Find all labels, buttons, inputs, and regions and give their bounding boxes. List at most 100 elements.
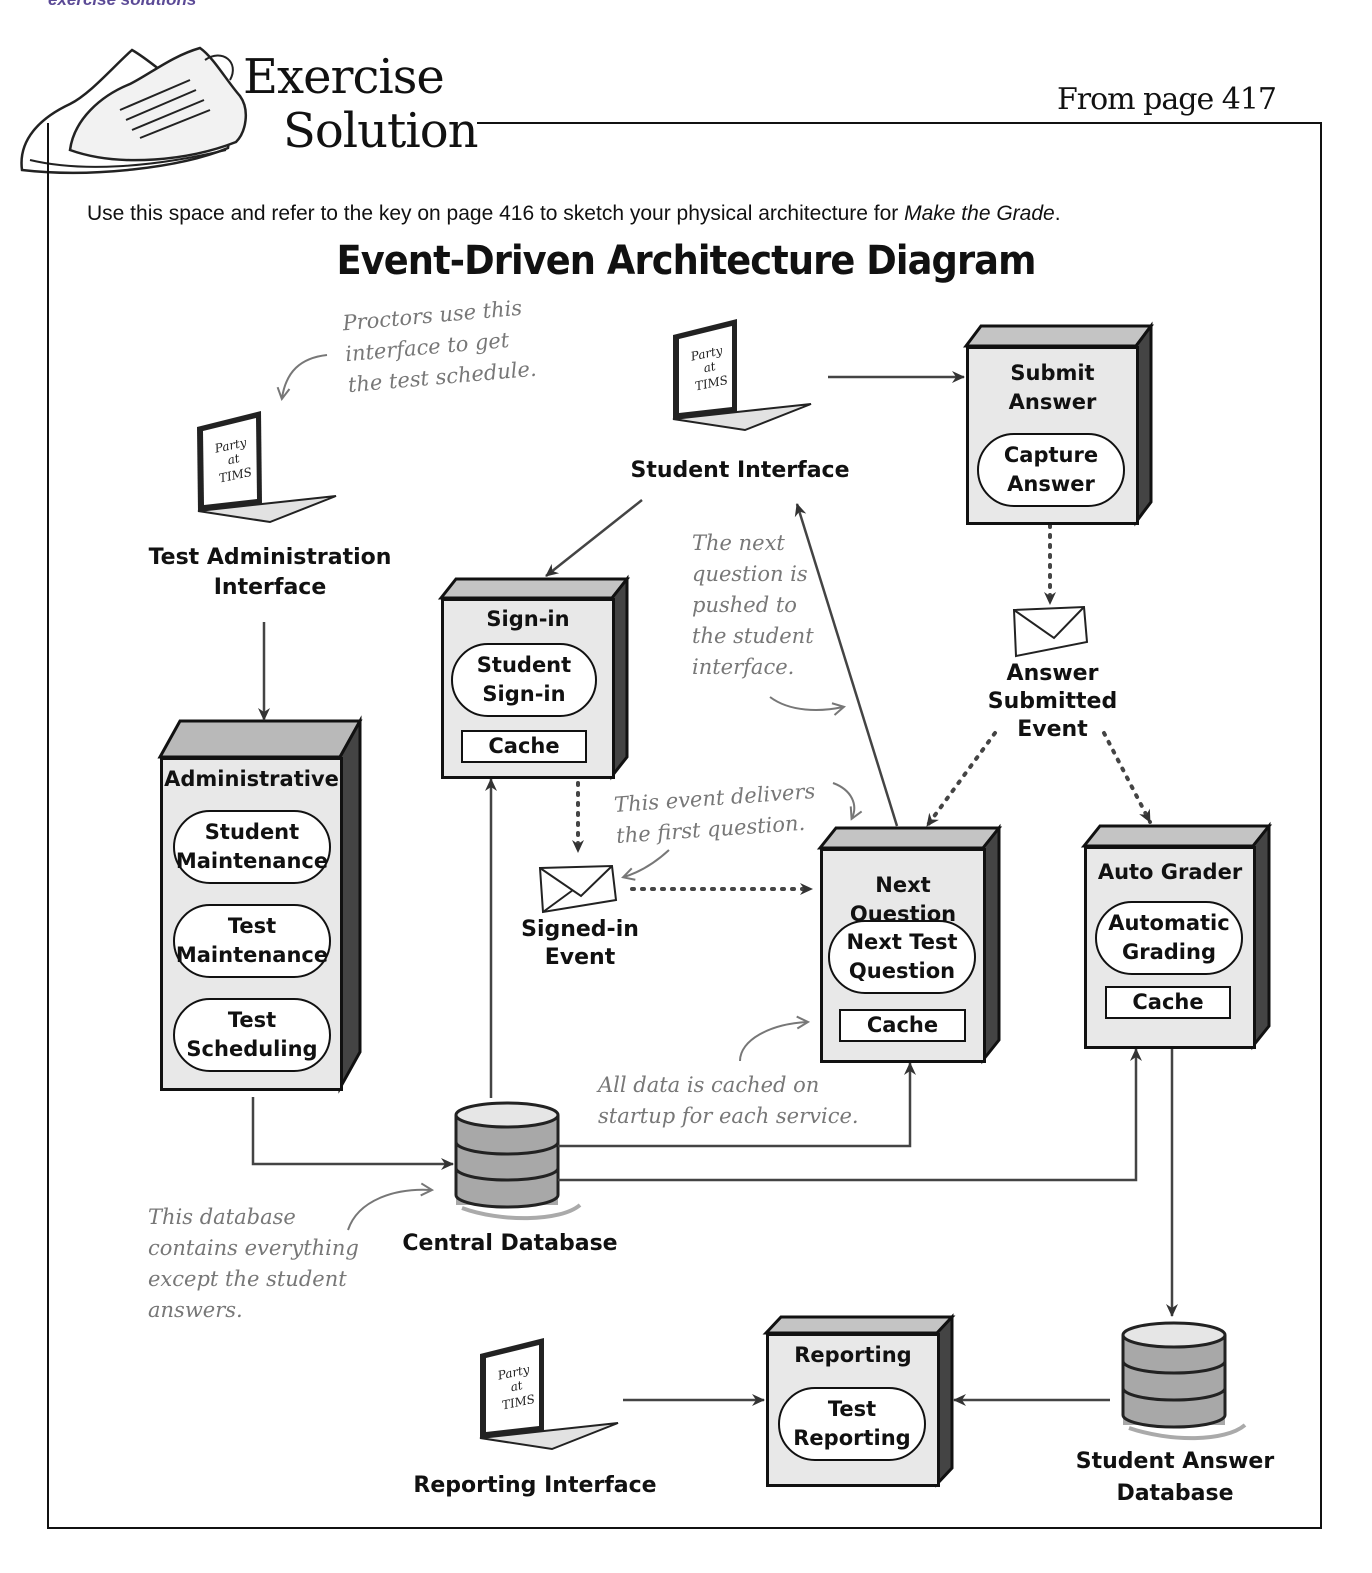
service-title-line: Submit (1010, 361, 1095, 385)
label-line: Interface (213, 575, 327, 600)
component-line: Grading (1122, 940, 1216, 964)
svg-text:Party: Party (496, 1362, 531, 1383)
service-title: Sign-in (486, 607, 570, 631)
proctors-note: Proctors use this interface to get the t… (341, 292, 538, 401)
diagram-title: Event-Driven Architecture Diagram (336, 238, 1036, 284)
test-admin-interface-label: Test Administration Interface (130, 543, 410, 603)
service-title: Reporting (794, 1343, 912, 1367)
cached-on-startup-note: All data is cached on startup for each s… (598, 1070, 859, 1132)
sign-in-cache: Cache (461, 730, 587, 763)
svg-text:Party: Party (689, 343, 724, 364)
component-line: Maintenance (175, 849, 329, 873)
svg-text:TIMS: TIMS (218, 465, 253, 486)
component-line: Sign-in (482, 682, 566, 706)
laptop-icon: Party at TIMS (672, 319, 812, 432)
component-line: Answer (1007, 472, 1095, 496)
service-title: Administrative (164, 767, 339, 791)
service-box-depths (157, 321, 1273, 1488)
label-line: Submitted (987, 689, 1118, 714)
next-question-pushed-note: The next question is pushed to the stude… (692, 528, 814, 683)
label-line: Event (1017, 717, 1088, 742)
service-title: Submit Answer (969, 359, 1136, 417)
svg-text:TIMS: TIMS (501, 1392, 536, 1413)
student-interface-label: Student Interface (630, 458, 850, 483)
note-line: question is (692, 562, 808, 586)
instructions-end: . (1054, 202, 1061, 225)
component-line: Student (476, 653, 572, 677)
component-line: Test (227, 1008, 277, 1032)
note-line: contains everything (148, 1236, 359, 1260)
note-line: answers. (148, 1298, 243, 1322)
frame-top-rule (477, 122, 1322, 124)
service-title: Auto Grader (1097, 860, 1243, 884)
exercise-title-line1: Exercise (243, 49, 445, 105)
answer-submitted-event-label: Answer Submitted Event (985, 660, 1120, 744)
student-answer-database-label: Student Answer Database (1075, 1446, 1275, 1510)
laptop-icon: Party at TIMS (197, 411, 337, 524)
note-line: All data is cached on (598, 1073, 820, 1097)
section-kicker: exercise solutions (48, 0, 196, 10)
laptop-screen-text: Party at TIMS (213, 435, 254, 486)
note-line: This database (148, 1205, 296, 1229)
instructions: Use this space and refer to the key on p… (87, 202, 1061, 226)
student-answer-database-icon (1121, 1321, 1247, 1441)
component-line: Capture (1003, 443, 1099, 467)
component-line: Automatic (1108, 911, 1230, 935)
svg-text:TIMS: TIMS (694, 373, 729, 394)
svg-text:at: at (509, 1378, 524, 1394)
sneakers-icon (20, 46, 248, 174)
reporting-interface-label: Reporting Interface (413, 1473, 657, 1498)
component-line: Test (227, 914, 277, 938)
auto-grader-cache: Cache (1105, 986, 1231, 1019)
label-line: Student Answer (1075, 1449, 1275, 1474)
next-question-cache: Cache (839, 1009, 966, 1042)
component-line: Maintenance (175, 943, 329, 967)
exercise-frame (47, 123, 1322, 1529)
note-line: the student (692, 624, 814, 648)
svg-text:Party: Party (213, 435, 248, 456)
service-title-line: Answer (1008, 390, 1097, 414)
svg-text:at: at (702, 359, 717, 375)
label-line: Test Administration (148, 545, 392, 570)
laptop-icon: Party at TIMS (479, 1338, 619, 1451)
answer-submitted-event-envelope-icon (1012, 605, 1089, 658)
component-line: Question (848, 959, 956, 983)
label-line: Answer (1006, 661, 1099, 686)
instructions-emphasis: Make the Grade (904, 202, 1055, 225)
note-line: interface. (692, 655, 795, 679)
note-line: except the student (148, 1267, 347, 1291)
svg-text:at: at (226, 451, 241, 467)
component-line: Next Test (846, 930, 958, 954)
database-contents-note: This database contains everything except… (148, 1202, 359, 1326)
solid-flow-arrows (251, 371, 1178, 1406)
note-line: startup for each service. (598, 1104, 859, 1128)
label-line: Event (544, 945, 616, 970)
laptop-screen-text: Party at TIMS (496, 1362, 537, 1413)
note-line: pushed to (692, 593, 797, 617)
component-line: Test (827, 1397, 877, 1421)
exercise-title-line2: Solution (283, 103, 478, 159)
signed-in-event-label: Signed-in Event (510, 916, 650, 972)
page-reference: From page 417 (1056, 82, 1277, 117)
note-line: The next (692, 531, 785, 555)
label-line: Database (1116, 1481, 1234, 1506)
instructions-text: Use this space and refer to the key on p… (87, 202, 905, 225)
label-line: Signed-in (521, 917, 639, 942)
component-line: Scheduling (186, 1037, 318, 1061)
annotation-arrows (282, 354, 854, 1231)
signed-in-event-envelope-icon (538, 864, 618, 914)
